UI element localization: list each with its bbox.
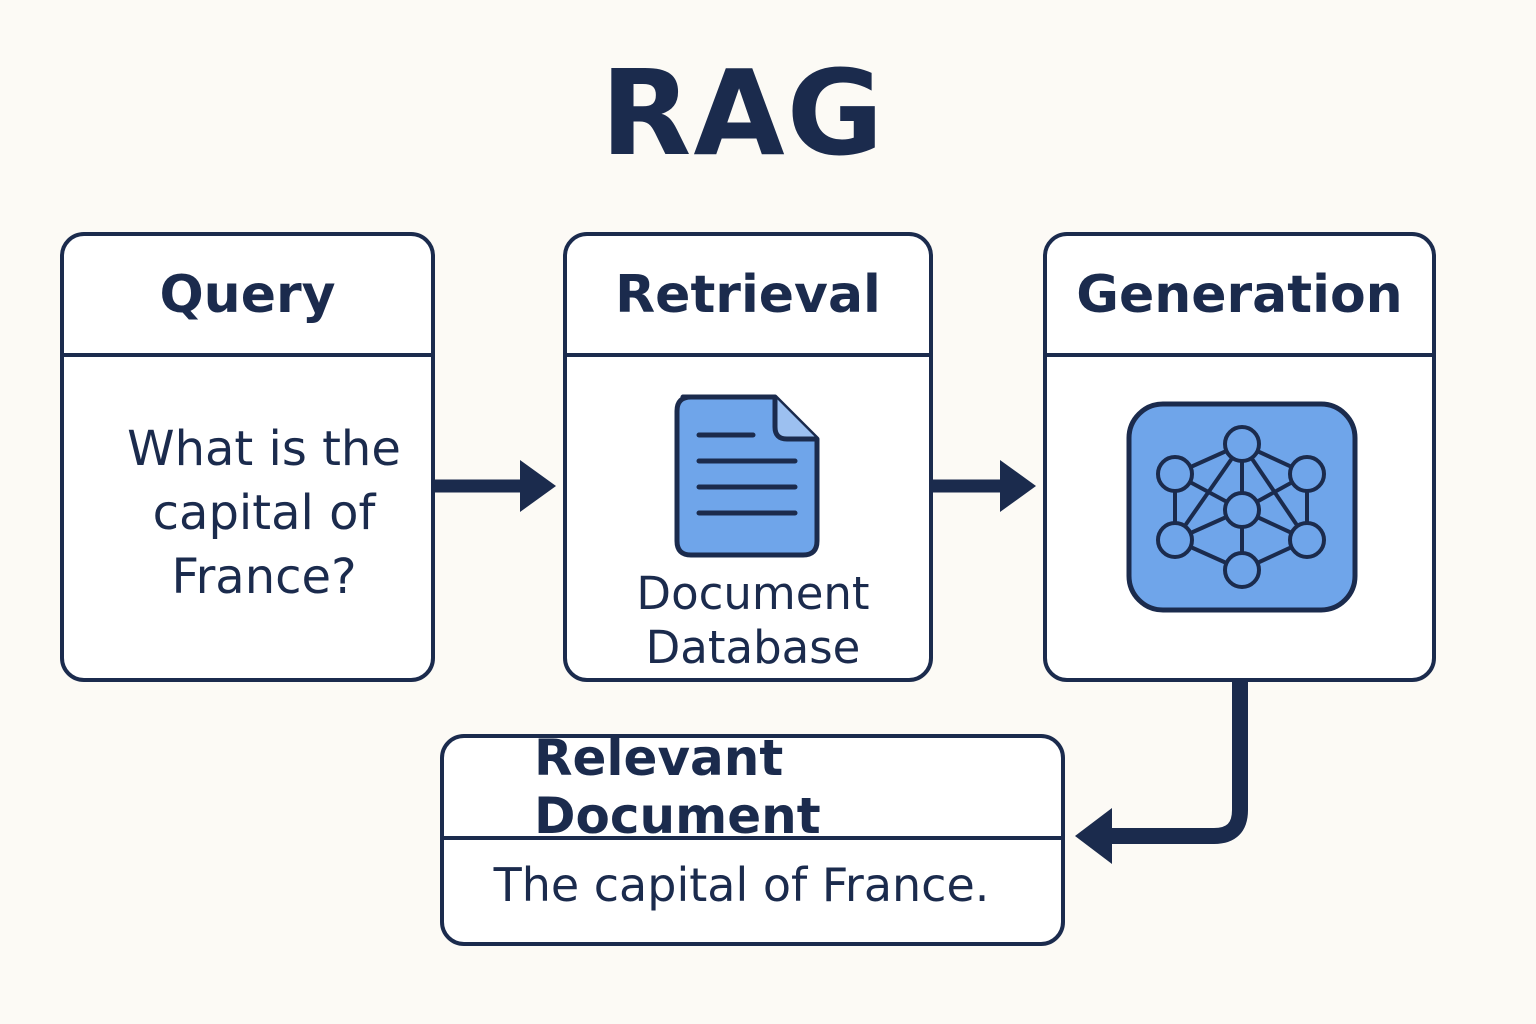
query-body: What is the capital of France?: [64, 357, 431, 678]
neural-network-icon: [1126, 401, 1358, 613]
arrow-query-to-retrieval: [435, 460, 556, 512]
relevant-document-header: Relevant Document: [444, 738, 1061, 845]
retrieval-header: Retrieval: [567, 236, 929, 357]
arrow-generation-to-relevant-document: [1075, 682, 1248, 864]
relevant-document-box: Relevant Document The capital of France.: [440, 734, 1065, 946]
query-header: Query: [64, 236, 431, 357]
relevant-document-text: The capital of France.: [493, 858, 990, 912]
arrow-retrieval-to-generation: [933, 460, 1036, 512]
generation-header: Generation: [1047, 236, 1432, 357]
diagram-title: RAG: [600, 44, 886, 182]
retrieval-box: Retrieval Document Database: [563, 232, 933, 682]
generation-body: [1047, 357, 1432, 678]
document-database-label: Document Database: [636, 567, 870, 674]
relevant-document-body: The capital of France.: [444, 840, 1061, 942]
query-text: What is the capital of France?: [127, 421, 401, 605]
query-box: Query What is the capital of France?: [60, 232, 435, 682]
generation-box: Generation: [1043, 232, 1436, 682]
retrieval-body: Document Database: [567, 357, 929, 678]
document-icon: [674, 394, 820, 558]
